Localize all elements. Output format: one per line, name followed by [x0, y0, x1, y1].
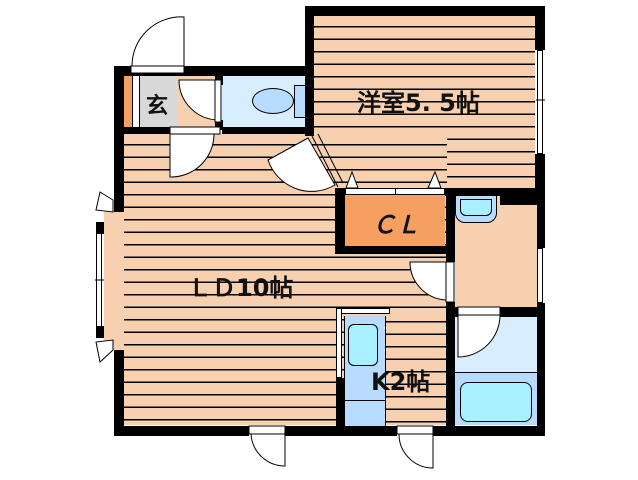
entrance-divider	[132, 75, 140, 128]
living-dining-label: ＬＤ10帖	[188, 274, 294, 302]
wall	[114, 134, 124, 212]
ld-bottom-door-arc	[250, 433, 286, 467]
toilet-door-arc	[178, 79, 219, 121]
wall	[446, 302, 455, 436]
entrance-door-arc	[131, 16, 185, 67]
window-western-room	[537, 50, 543, 154]
closet-sliding-door[interactable]	[345, 188, 445, 195]
entrance-step	[122, 75, 132, 128]
wall	[535, 6, 545, 50]
washroom-door-arc	[409, 261, 447, 301]
closet-door-marker	[427, 170, 442, 189]
entrance-door-gap	[130, 65, 185, 74]
closet-floor	[345, 195, 445, 247]
kitchen-partition-wall	[336, 378, 344, 428]
wall	[114, 350, 124, 436]
wall	[537, 303, 545, 436]
western-room-label: 洋室5. 5帖	[357, 89, 480, 117]
bathtub-icon	[460, 382, 532, 422]
kitchen-door-arc	[398, 433, 434, 469]
entrance-label: 玄	[146, 94, 169, 119]
kitchen-floor	[386, 310, 446, 425]
wall	[500, 307, 545, 317]
entrance-floor	[140, 75, 178, 128]
wall	[433, 426, 545, 436]
toilet-icon	[252, 88, 294, 114]
closet-label: ＣＬ	[372, 211, 420, 239]
bay-window-sash-top	[95, 191, 114, 213]
wall	[446, 307, 466, 317]
kitchen-label: K2帖	[371, 368, 431, 396]
wall	[335, 188, 345, 253]
ld-door-arc	[169, 133, 215, 178]
wall	[335, 246, 455, 254]
wall	[305, 6, 545, 16]
ld-door-gap	[169, 126, 221, 135]
bay-window-sash-bottom	[95, 339, 114, 363]
ld-bottom-door-gap	[248, 425, 286, 435]
kitchen-sink	[348, 324, 378, 366]
bay-window-frame-top	[96, 222, 104, 234]
bay-window-floor	[104, 210, 124, 350]
bay-window-frame-bottom	[96, 326, 104, 338]
wall	[215, 120, 223, 130]
window-washroom	[537, 248, 543, 303]
wash-basin	[455, 195, 497, 223]
wall	[114, 66, 314, 76]
wall	[222, 127, 314, 134]
wall	[122, 127, 182, 134]
wall	[535, 154, 545, 199]
kitchen-left-edge	[336, 308, 342, 378]
bathroom-door-arc	[457, 314, 501, 358]
wall	[285, 426, 397, 436]
kitchen-door-gap	[396, 425, 434, 435]
wall	[114, 426, 249, 436]
wall	[537, 196, 545, 248]
western-room-door-arc	[267, 137, 336, 192]
wall	[446, 188, 455, 262]
bathroom-door-gap	[457, 306, 501, 316]
closet-door-marker	[345, 170, 359, 189]
wall	[445, 188, 545, 196]
